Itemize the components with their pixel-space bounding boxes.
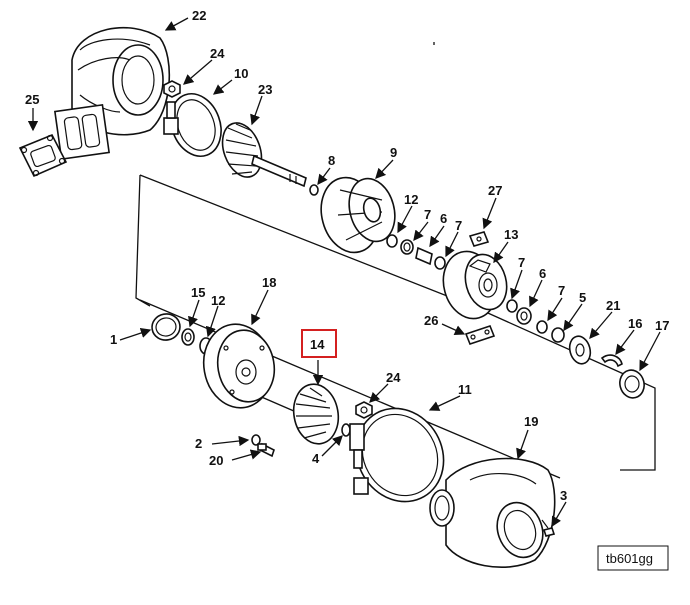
callout-7: 7 bbox=[558, 283, 565, 298]
callout-17: 17 bbox=[655, 318, 669, 333]
o-ring-part bbox=[151, 313, 181, 341]
callout-25: 25 bbox=[25, 92, 39, 107]
callout-6: 6 bbox=[539, 266, 546, 281]
callout-23: 23 bbox=[258, 82, 272, 97]
callout-7: 7 bbox=[424, 207, 431, 222]
callout-8: 8 bbox=[328, 153, 335, 168]
callout-5: 5 bbox=[579, 290, 586, 305]
center-housing-part bbox=[320, 176, 396, 254]
callout-4: 4 bbox=[312, 451, 320, 466]
callout-16: 16 bbox=[628, 316, 642, 331]
callout-12: 12 bbox=[211, 293, 225, 308]
callout-19: 19 bbox=[524, 414, 538, 429]
callout-labels: 22 24 10 23 25 8 9 12 7 6 7 27 13 7 6 7 … bbox=[25, 8, 669, 503]
callout-13: 13 bbox=[504, 227, 518, 242]
v-band-clamp-part bbox=[163, 93, 222, 157]
figure-tag-box bbox=[597, 545, 669, 571]
wheel-nut-part bbox=[341, 423, 351, 437]
figure-tag: tb601gg bbox=[597, 545, 669, 571]
clamp-nut-part bbox=[355, 401, 373, 419]
turbine-housing-part bbox=[53, 26, 171, 161]
callout-26: 26 bbox=[424, 313, 438, 328]
seal-ring-part bbox=[309, 184, 319, 196]
callout-24: 24 bbox=[210, 46, 225, 61]
bearing-washer-stack-upper bbox=[386, 234, 446, 270]
callout-18: 18 bbox=[262, 275, 276, 290]
bearing-washer-stack-lower bbox=[506, 299, 645, 399]
figure-tag-text: tb601gg bbox=[606, 551, 653, 566]
callout-7: 7 bbox=[518, 255, 525, 270]
callout-12: 12 bbox=[404, 192, 418, 207]
callout-3: 3 bbox=[560, 488, 567, 503]
screw-part bbox=[541, 519, 556, 537]
backplate-part bbox=[202, 323, 276, 409]
gasket-part bbox=[18, 133, 68, 178]
callout-6: 6 bbox=[440, 211, 447, 226]
callout-22: 22 bbox=[192, 8, 206, 23]
callout-21: 21 bbox=[606, 298, 620, 313]
callout-9: 9 bbox=[390, 145, 397, 160]
callout-27: 27 bbox=[488, 183, 502, 198]
callout-14: 14 bbox=[310, 337, 325, 352]
callout-7: 7 bbox=[455, 218, 462, 233]
thrust-housing-part bbox=[442, 250, 508, 320]
highlight-box bbox=[301, 329, 337, 358]
callout-24: 24 bbox=[386, 370, 401, 385]
callout-1: 1 bbox=[110, 332, 117, 347]
highlighted-callout[interactable]: 14 bbox=[301, 329, 337, 358]
callout-10: 10 bbox=[234, 66, 248, 81]
nut-part bbox=[163, 80, 181, 98]
callout-15: 15 bbox=[191, 285, 205, 300]
turbine-wheel-shaft-part bbox=[221, 122, 307, 188]
compressor-housing-part bbox=[429, 457, 556, 568]
callout-20: 20 bbox=[209, 453, 223, 468]
callout-11: 11 bbox=[458, 382, 472, 397]
bolt-washer-parts bbox=[251, 434, 275, 458]
small-gasket-part-26 bbox=[464, 325, 496, 345]
small-gasket-part-27 bbox=[468, 231, 490, 247]
callout-2: 2 bbox=[195, 436, 202, 451]
compressor-wheel-part bbox=[292, 383, 340, 445]
v-band-clamp-lower-part bbox=[349, 407, 445, 503]
leader-lines bbox=[27, 17, 661, 528]
